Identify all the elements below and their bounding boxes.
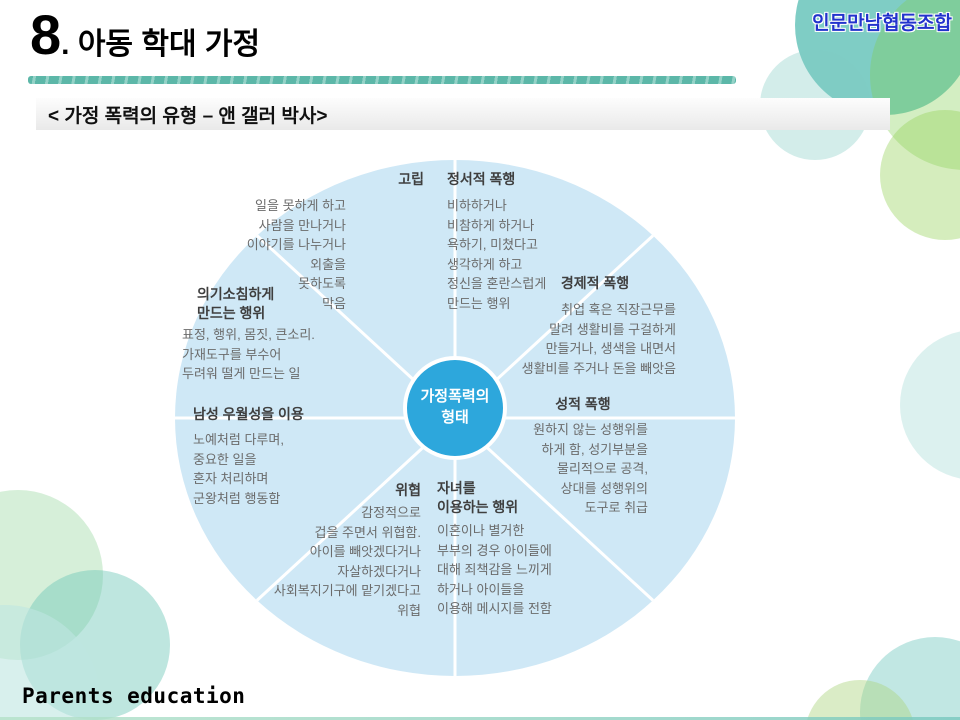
slide-title-text: . 아동 학대 가정 (61, 28, 261, 61)
sector-title-sexual-abuse: 성적 폭행 (555, 396, 611, 412)
sector-body-isolation: 일을 못하게 하고 사람을 만나거나 이야기를 나누거나 외출을 못하도록 막음 (246, 198, 346, 311)
sector-body-sexual-abuse: 원하지 않는 성행위를 하게 함, 성기부분을 물리적으로 공격, 상대를 성행… (533, 422, 648, 515)
sector-body-threats: 감정적으로 겁을 주면서 위협함. 아이를 빼앗겠다거나 자살하겠다거나 사회복… (273, 505, 421, 618)
wheel-center-label: 가정폭력의 형태 (420, 388, 490, 426)
sector-body-economic-abuse: 취업 혹은 직장근무를 말려 생활비를 구걸하게 만들거나, 생색을 내면서 생… (521, 302, 676, 376)
subtitle-bar: < 가정 폭력의 유형 – 앤 갤러 박사> (36, 98, 890, 130)
sector-body-demoralizing: 표정, 행위, 몸짓, 큰소리. 가재도구를 부수어 두려워 떨게 만드는 일 (182, 327, 315, 381)
sector-title-demoralizing: 의기소침하게 만드는 행위 (197, 286, 275, 321)
sector-title-using-children: 자녀를 이용하는 행위 (437, 480, 519, 515)
organization-label: 인문만남협동조합 (812, 13, 952, 34)
sector-title-emotional-abuse: 정서적 폭행 (447, 171, 516, 187)
violence-wheel-diagram (175, 160, 735, 676)
slide-title: 8 . 아동 학대 가정 (30, 4, 260, 66)
sector-body-using-children: 이혼이나 별거한 부부의 경우 아이들에 대해 죄책감을 느끼게 하거나 아이들… (437, 523, 552, 616)
sector-body-male-superiority: 노예처럼 다루며, 중요한 일을 혼자 처리하며 군왕처럼 행동함 (193, 432, 284, 506)
bottom-edge-line (0, 717, 960, 720)
sector-body-emotional-abuse: 비하하거나 비참하게 하거나 욕하기, 미쳤다고 생각하게 하고 정신을 혼란스… (447, 198, 547, 311)
sector-title-isolation: 고립 (398, 171, 424, 187)
sector-title-threats: 위협 (395, 482, 421, 498)
wheel-center-circle (403, 356, 507, 460)
footer-label: Parents education (22, 684, 246, 708)
sector-title-economic-abuse: 경제적 폭행 (560, 275, 630, 291)
title-underline (28, 76, 736, 84)
slide-number: 8 (30, 3, 62, 66)
sector-title-male-superiority: 남성 우월성을 이용 (193, 406, 304, 422)
